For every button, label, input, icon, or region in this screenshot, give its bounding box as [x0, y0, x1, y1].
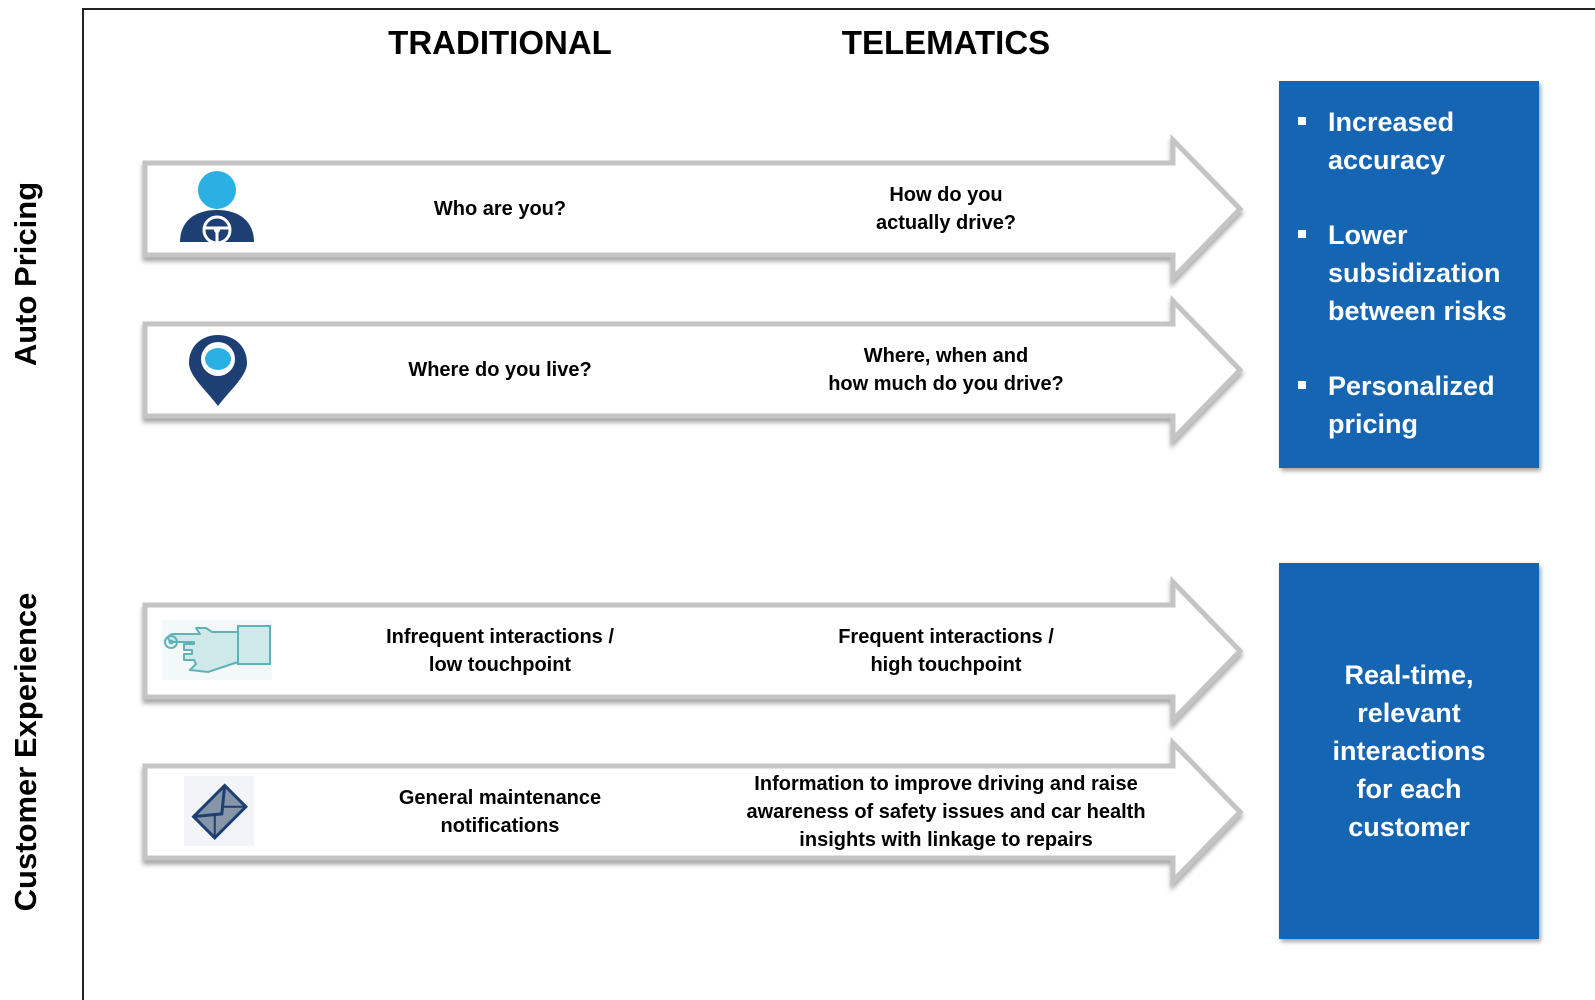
row-1-telematics-text: How do you actually drive? [875, 184, 1017, 234]
arrow-row-3 [142, 575, 1244, 727]
hand-pointing-icon [162, 620, 272, 680]
benefit-item: Increased accuracy [1279, 103, 1539, 179]
arrow-row-1 [142, 133, 1244, 285]
customer-experience-box: Real-time, relevant interactions for eac… [1279, 563, 1539, 939]
row-2-telematics-text: Where, when and how much do you drive? [828, 345, 1064, 395]
row-2-traditional-text: Where do you live? [408, 359, 592, 381]
column-header-traditional: TRADITIONAL [388, 24, 612, 61]
column-header-telematics: TELEMATICS [841, 24, 1051, 61]
location-pin-icon [189, 335, 247, 406]
arrow-row-2 [142, 294, 1244, 446]
driver-icon [180, 171, 254, 245]
row-3-traditional-text: Infrequent interactions / low touchpoint [386, 626, 614, 676]
arrow-row-4 [142, 736, 1244, 888]
row-3-telematics-text: Frequent interactions / high touchpoint [838, 626, 1054, 676]
row-1-traditional-text: Who are you? [433, 198, 567, 220]
benefit-item: Personalized pricing [1279, 367, 1539, 443]
customer-experience-text: Real-time, relevant interactions for eac… [1332, 660, 1486, 842]
envelope-icon [184, 776, 254, 846]
benefit-item: Lower subsidization between risks [1279, 216, 1539, 330]
pricing-benefits-list: Increased accuracy Lower subsidization b… [1279, 103, 1539, 443]
row-4-traditional-text: General maintenance notifications [398, 787, 602, 837]
row-4-telematics-text: Information to improve driving and raise… [746, 773, 1146, 851]
diagram-frame [82, 8, 1595, 1000]
pricing-benefits-box: Increased accuracy Lower subsidization b… [1279, 81, 1539, 468]
